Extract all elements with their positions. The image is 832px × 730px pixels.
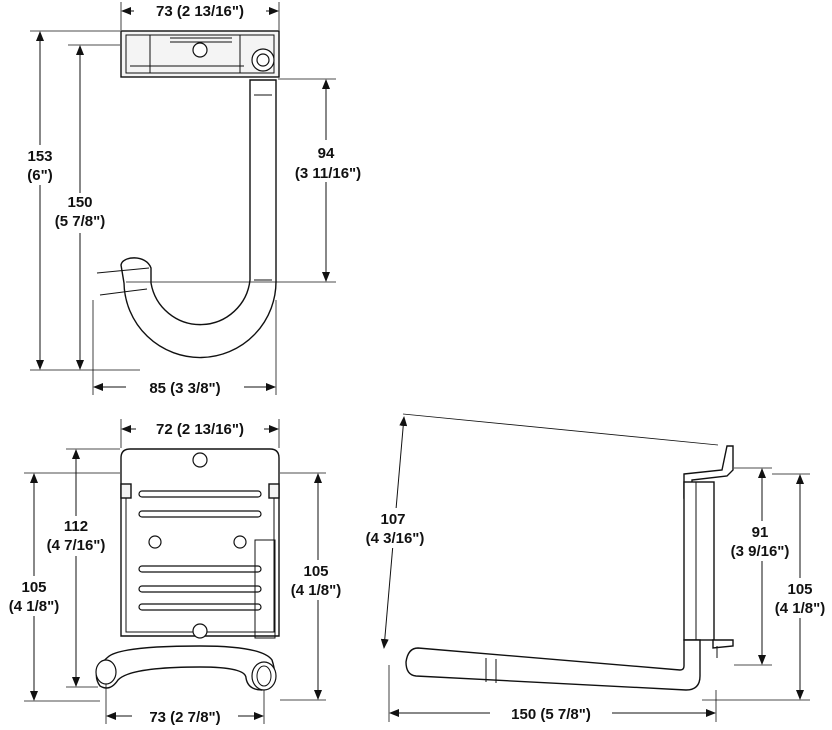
hook-ring <box>95 645 277 691</box>
side-diag-mm: 107 <box>380 511 405 528</box>
front-view: 72 (2 13/16") 112 (4 7/16") 105 (4 1/8")… <box>4 419 350 726</box>
mounting-plate <box>120 448 280 639</box>
front-bottom-width-label: 73 (2 7/8") <box>149 709 220 726</box>
side-view: 107 (4 3/16") 91 (3 9/16") 105 (4 1/8") … <box>352 413 830 723</box>
hook-arm <box>96 79 277 359</box>
top-hook-height-mm: 150 <box>67 194 92 211</box>
top-view: 73 (2 13/16") 153 (6") 150 (5 7/8") 94 (… <box>18 1 374 397</box>
front-left-height-in: (4 1/8") <box>9 598 59 615</box>
side-hook-arm <box>405 639 701 691</box>
wall-bracket <box>683 445 734 658</box>
top-total-height-in: (6") <box>27 167 52 184</box>
front-height-mm: 112 <box>64 518 88 535</box>
front-right-height-mm: 105 <box>303 563 328 580</box>
side-length-label: 150 (5 7/8") <box>511 706 591 723</box>
front-left-height-mm: 105 <box>21 579 46 596</box>
top-shaft-mm: 94 <box>318 145 335 162</box>
top-total-height-mm: 153 <box>27 148 52 165</box>
top-reach-label: 85 (3 3/8") <box>149 380 220 397</box>
front-right-height-in: (4 1/8") <box>291 582 341 599</box>
side-outer-mm: 105 <box>787 581 812 598</box>
side-inner-in: (3 9/16") <box>731 543 790 560</box>
side-diag-in: (4 3/16") <box>366 530 425 547</box>
front-plate-width-label: 72 (2 13/16") <box>156 421 244 438</box>
mounting-block <box>120 30 280 78</box>
top-width-label: 73 (2 13/16") <box>156 3 244 20</box>
side-outer-in: (4 1/8") <box>775 600 825 617</box>
side-inner-mm: 91 <box>752 524 769 541</box>
top-shaft-in: (3 11/16") <box>295 165 361 182</box>
top-hook-height-in: (5 7/8") <box>55 213 105 230</box>
front-height-in: (4 7/16") <box>47 537 106 554</box>
